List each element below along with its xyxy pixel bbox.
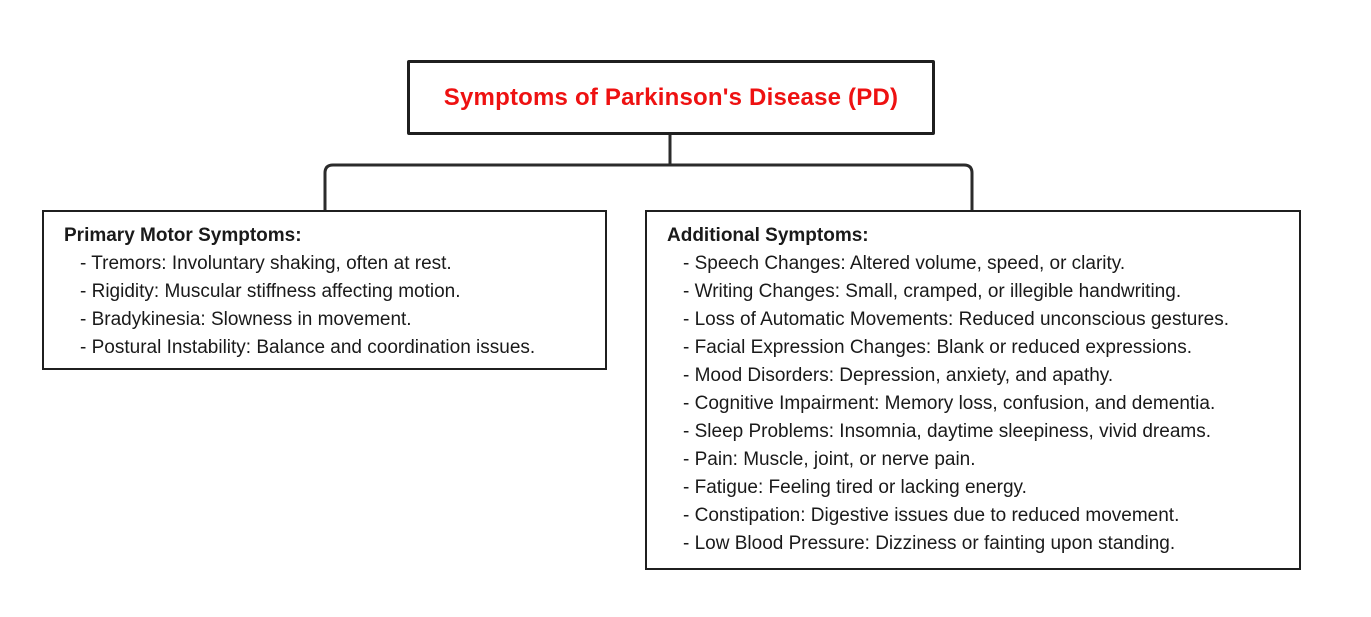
additional-symptoms-box: Additional Symptoms: - Speech Changes: A… xyxy=(645,210,1301,570)
symptom-item-loss-of-automatic-movements: - Loss of Automatic Movements: Reduced u… xyxy=(683,309,1229,330)
diagram-title: Symptoms of Parkinson's Disease (PD) xyxy=(443,83,899,111)
symptom-item-tremors: - Tremors: Involuntary shaking, often at… xyxy=(80,253,452,274)
symptom-item-bradykinesia: - Bradykinesia: Slowness in movement. xyxy=(80,309,412,330)
symptom-item-constipation: - Constipation: Digestive issues due to … xyxy=(683,505,1180,526)
branch-line xyxy=(323,163,974,210)
root-node: Symptoms of Parkinson's Disease (PD) xyxy=(407,60,935,135)
symptom-item-low-blood-pressure: - Low Blood Pressure: Dizziness or faint… xyxy=(683,533,1176,554)
primary-motor-symptoms-box: Primary Motor Symptoms: - Tremors: Invol… xyxy=(42,210,607,370)
symptom-item-facial-expression-changes: - Facial Expression Changes: Blank or re… xyxy=(683,337,1193,358)
symptom-item-cognitive-impairment: - Cognitive Impairment: Memory loss, con… xyxy=(683,393,1216,414)
additional-symptoms-heading: Additional Symptoms: xyxy=(667,225,869,246)
primary-motor-heading: Primary Motor Symptoms: xyxy=(64,225,302,246)
symptom-item-speech-changes: - Speech Changes: Altered volume, speed,… xyxy=(683,253,1126,274)
symptom-item-postural-instability: - Postural Instability: Balance and coor… xyxy=(80,337,536,358)
symptom-item-rigidity: - Rigidity: Muscular stiffness affecting… xyxy=(80,281,461,302)
symptom-item-fatigue: - Fatigue: Feeling tired or lacking ener… xyxy=(683,477,1027,498)
symptom-item-pain: - Pain: Muscle, joint, or nerve pain. xyxy=(683,449,976,470)
symptom-item-writing-changes: - Writing Changes: Small, cramped, or il… xyxy=(683,281,1182,302)
symptom-item-sleep-problems: - Sleep Problems: Insomnia, daytime slee… xyxy=(683,421,1212,442)
symptom-item-mood-disorders: - Mood Disorders: Depression, anxiety, a… xyxy=(683,365,1114,386)
